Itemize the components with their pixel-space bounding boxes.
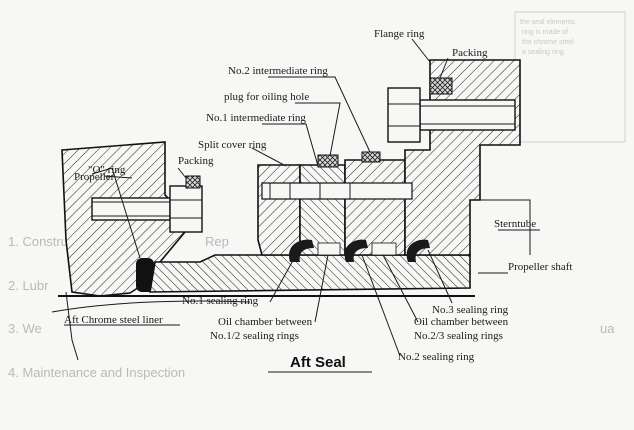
label-oil-chamber-12-line1: Oil chamber between — [218, 316, 313, 328]
bg-line-10: a sealing ring — [522, 49, 564, 56]
bg-line-4: 4. Maintenance and Inspection — [8, 365, 185, 380]
label-packing-left: Packing — [178, 155, 214, 167]
bg-line-9: the chrome steel — [522, 39, 574, 46]
no3-sealing-ring — [406, 239, 430, 262]
oil-chamber-12 — [317, 242, 341, 256]
bg-line-8: ring is made of — [522, 29, 568, 36]
oiling-plug — [317, 154, 339, 168]
label-no2-intermediate-ring: No.2 intermediate ring — [228, 65, 328, 77]
sterntube-wall — [480, 199, 531, 255]
bg-line-6: ua — [600, 321, 615, 336]
label-sterntube: Sterntube — [494, 218, 536, 230]
boss-bolt-shank — [91, 197, 171, 221]
split-cover-ring — [257, 164, 301, 256]
flange-bolt-head-lines — [388, 103, 420, 127]
label-packing-right: Packing — [452, 47, 488, 59]
packing-right — [429, 77, 453, 95]
label-chrome-liner: Aft Chrome steel liner — [64, 314, 163, 326]
bolt-thread-lines — [92, 201, 170, 217]
oiling-plug-2 — [361, 151, 381, 163]
label-oil-chamber-23-line2: No.2/3 sealing rings — [414, 330, 503, 342]
label-plug-oiling-hole: plug for oiling hole — [224, 91, 309, 103]
bg-line-1: 1. Construct — [8, 234, 78, 249]
boss-bolt-head — [169, 185, 203, 233]
label-propeller: Propeller — [74, 171, 115, 183]
oil-chamber-23 — [371, 242, 397, 256]
background-text: 1. Construct 2. Lubr 3. We 4. Maintenanc… — [8, 19, 615, 380]
propeller-edge — [65, 291, 79, 361]
leader-lines — [64, 38, 540, 357]
bg-line-5: Rep — [205, 234, 229, 249]
label-propeller-shaft: Propeller shaft — [508, 261, 572, 273]
label-o-ring: "O" ring — [88, 164, 126, 176]
shaft-curve — [51, 300, 251, 313]
flange-bolt-head — [387, 87, 421, 143]
label-no1-sealing-ring: No.1 sealing ring — [182, 295, 259, 307]
no2-intermediate-ring — [344, 159, 406, 256]
label-split-cover-ring: Split cover ring — [198, 139, 267, 151]
chrome-steel-liner — [149, 254, 471, 293]
bolt-head-lines — [170, 199, 202, 219]
label-no2-sealing-ring: No.2 sealing ring — [398, 351, 475, 363]
label-oil-chamber-12-line2: No.1/2 sealing rings — [210, 330, 299, 342]
no2-sealing-ring — [344, 239, 368, 262]
diagram-title: Aft Seal — [290, 354, 346, 371]
label-no3-sealing-ring: No.3 sealing ring — [432, 304, 509, 316]
label-flange-ring: Flange ring — [374, 28, 425, 40]
housing-bolt — [261, 182, 413, 200]
bg-line-2: 2. Lubr — [8, 278, 49, 293]
label-oil-chamber-23-line1: Oil chamber between — [414, 316, 509, 328]
flange-bolt-threads — [420, 105, 515, 125]
packing-left — [185, 175, 201, 189]
o-ring — [136, 258, 154, 292]
bg-line-7: the seal elements — [520, 19, 575, 26]
flange-bolt-shank — [419, 99, 516, 131]
label-no1-intermediate-ring: No.1 intermediate ring — [206, 112, 306, 124]
bg-line-3: 3. We — [8, 321, 42, 336]
housing-bolt-marks — [269, 183, 351, 199]
